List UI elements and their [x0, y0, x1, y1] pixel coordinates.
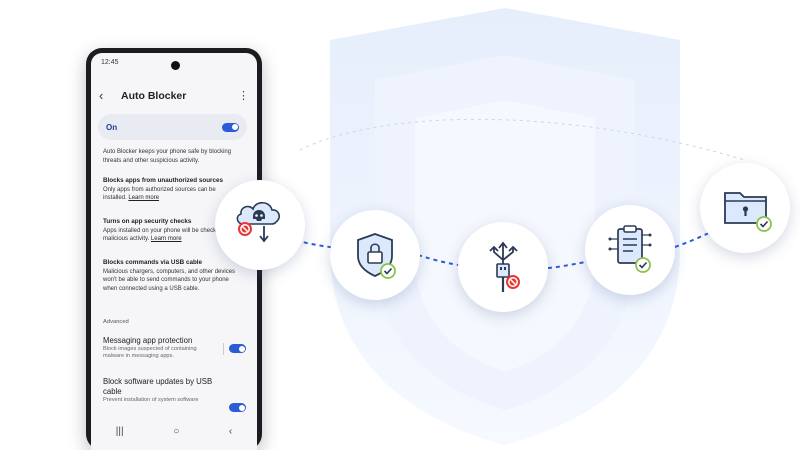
status-time: 12:45: [101, 59, 119, 66]
navigation-bar: ||| ○ ‹: [91, 422, 257, 440]
home-icon[interactable]: ○: [173, 425, 180, 437]
page-title: Auto Blocker: [121, 90, 187, 102]
section-title: Turns on app security checks: [103, 218, 192, 225]
advanced-section-label: Advanced: [103, 319, 129, 325]
setting-messaging-protection[interactable]: Messaging app protection Block images su…: [103, 336, 253, 361]
back-icon[interactable]: ‹: [228, 425, 233, 437]
section-usb-commands: Blocks commands via USB cable Malicious …: [103, 259, 253, 293]
section-desc-end: installed.: [103, 195, 127, 202]
section-title: Blocks apps from unauthorized sources: [103, 177, 224, 184]
phone-screen: 12:45 ‹ Auto Blocker ⋮ On Auto Blocker k…: [91, 53, 257, 450]
section-desc: installed. Learn more: [103, 194, 253, 203]
setting-desc: Prevent installation of system software: [103, 397, 199, 403]
usb-block-icon: [489, 241, 520, 292]
feature-locked-folder: [700, 163, 790, 253]
section-desc: won't be able to send commands to your p…: [103, 277, 229, 284]
intro-line: threats and other suspicious activity.: [103, 157, 200, 164]
intro-text: Auto Blocker keeps your phone safe by bl…: [103, 148, 253, 165]
feature-usb-block: [458, 222, 548, 312]
cloud-threat-block-icon: [236, 201, 281, 243]
section-desc: Only apps from authorized sources can be: [103, 186, 216, 193]
setting-desc: malware in messaging apps.: [103, 353, 174, 360]
setting-title: Block software updates by USB: [103, 377, 213, 386]
section-desc: Malicious chargers, computers, and other…: [103, 268, 236, 275]
feature-security-checklist: [585, 205, 675, 295]
master-toggle-switch[interactable]: [222, 122, 239, 132]
section-desc: when connected using a USB cable.: [103, 285, 200, 292]
security-checklist-icon: [608, 225, 652, 273]
app-header: ‹ Auto Blocker ⋮: [99, 88, 249, 104]
setting-title: Messaging app protection: [103, 336, 193, 345]
intro-line: Auto Blocker keeps your phone safe by bl…: [103, 149, 232, 155]
section-desc-end: malicious activity.: [103, 236, 150, 243]
messaging-protection-toggle[interactable]: [229, 344, 246, 353]
feature-shield-lock: [330, 210, 420, 300]
section-security-checks: Turns on app security checks Apps instal…: [103, 218, 253, 244]
setting-title: cable: [103, 387, 122, 396]
feature-cloud-threat-block: [215, 180, 305, 270]
block-usb-updates-toggle[interactable]: [229, 403, 246, 412]
setting-desc: Block images suspected of containing: [103, 346, 197, 352]
master-toggle-row[interactable]: On: [98, 114, 247, 140]
section-desc: malicious activity. Learn more: [103, 235, 253, 244]
toggle-divider: [223, 343, 224, 355]
master-toggle-label: On: [106, 122, 118, 132]
section-desc: Apps installed on your phone will be che…: [103, 227, 232, 234]
recents-icon[interactable]: |||: [115, 425, 124, 437]
section-unauthorized-sources: Blocks apps from unauthorized sources On…: [103, 177, 253, 203]
learn-more-link[interactable]: Learn more: [128, 195, 160, 202]
locked-folder-check-icon: [724, 192, 772, 232]
section-title: Blocks commands via USB cable: [103, 259, 203, 266]
back-arrow-icon[interactable]: ‹: [99, 88, 104, 103]
learn-more-link[interactable]: Learn more: [150, 236, 182, 243]
more-vert-icon[interactable]: ⋮: [238, 90, 249, 102]
shield-lock-check-icon: [357, 233, 396, 279]
setting-block-usb-updates[interactable]: Block software updates by USB cable Prev…: [103, 377, 253, 412]
front-camera: [171, 61, 180, 70]
